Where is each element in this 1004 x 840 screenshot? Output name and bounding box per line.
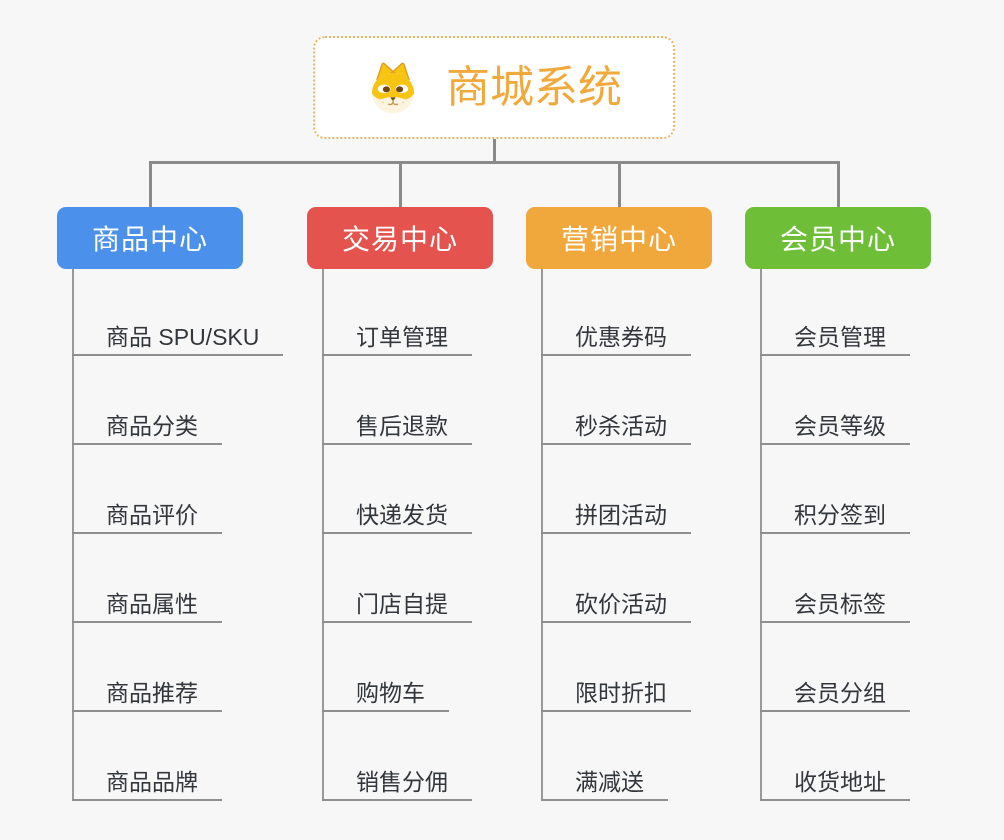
root-node[interactable]: 商城系统 — [313, 36, 675, 139]
leaf-node[interactable]: 销售分佣 — [322, 768, 472, 801]
leaf-node[interactable]: 积分签到 — [760, 501, 910, 534]
connector-drop-3 — [836, 161, 840, 209]
leaf-node[interactable]: 购物车 — [322, 679, 449, 712]
connector-drop-0 — [148, 161, 152, 209]
branch-node-label: 商品中心 — [91, 224, 208, 255]
leaf-node[interactable]: 拼团活动 — [541, 501, 691, 534]
leaf-node[interactable]: 商品推荐 — [72, 679, 222, 712]
root-node-title: 商城系统 — [446, 62, 622, 112]
leaf-node[interactable]: 优惠券码 — [541, 323, 691, 356]
branch-node-0[interactable]: 商品中心 — [57, 207, 243, 269]
branch-node-1[interactable]: 交易中心 — [307, 207, 493, 269]
leaf-node[interactable]: 收货地址 — [760, 768, 910, 801]
leaf-node[interactable]: 商品分类 — [72, 412, 222, 445]
leaf-node[interactable]: 满减送 — [541, 768, 668, 801]
leaf-node[interactable]: 限时折扣 — [541, 679, 691, 712]
branch-node-2[interactable]: 营销中心 — [526, 207, 712, 269]
branch-trunk-line — [322, 269, 324, 801]
leaf-node[interactable]: 商品 SPU/SKU — [72, 323, 284, 356]
leaf-node[interactable]: 砍价活动 — [541, 590, 691, 623]
branch-trunk-line — [760, 269, 762, 801]
leaf-node[interactable]: 商品属性 — [72, 590, 222, 623]
leaf-node[interactable]: 商品评价 — [72, 501, 222, 534]
leaf-node[interactable]: 会员分组 — [760, 679, 910, 712]
leaf-node[interactable]: 会员管理 — [760, 323, 910, 356]
branch-trunk-line — [72, 269, 74, 801]
branch-node-label: 交易中心 — [341, 224, 458, 255]
branch-node-label: 会员中心 — [779, 224, 896, 255]
leaf-node[interactable]: 会员等级 — [760, 412, 910, 445]
leaf-node[interactable]: 快递发货 — [322, 501, 472, 534]
branch-trunk-line — [541, 269, 543, 801]
connector-drop-1 — [398, 161, 402, 209]
connector-root-stub — [492, 139, 496, 164]
leaf-node[interactable]: 门店自提 — [322, 590, 472, 623]
branch-node-3[interactable]: 会员中心 — [745, 207, 931, 269]
leaf-node[interactable]: 商品品牌 — [72, 768, 222, 801]
connector-rail — [148, 161, 840, 164]
leaf-node[interactable]: 售后退款 — [322, 412, 472, 445]
branch-node-label: 营销中心 — [560, 224, 677, 255]
leaf-node[interactable]: 订单管理 — [322, 323, 472, 356]
leaf-node[interactable]: 秒杀活动 — [541, 412, 691, 445]
connector-drop-2 — [617, 161, 621, 209]
leaf-node[interactable]: 会员标签 — [760, 590, 910, 623]
dog-face-icon — [371, 62, 415, 113]
